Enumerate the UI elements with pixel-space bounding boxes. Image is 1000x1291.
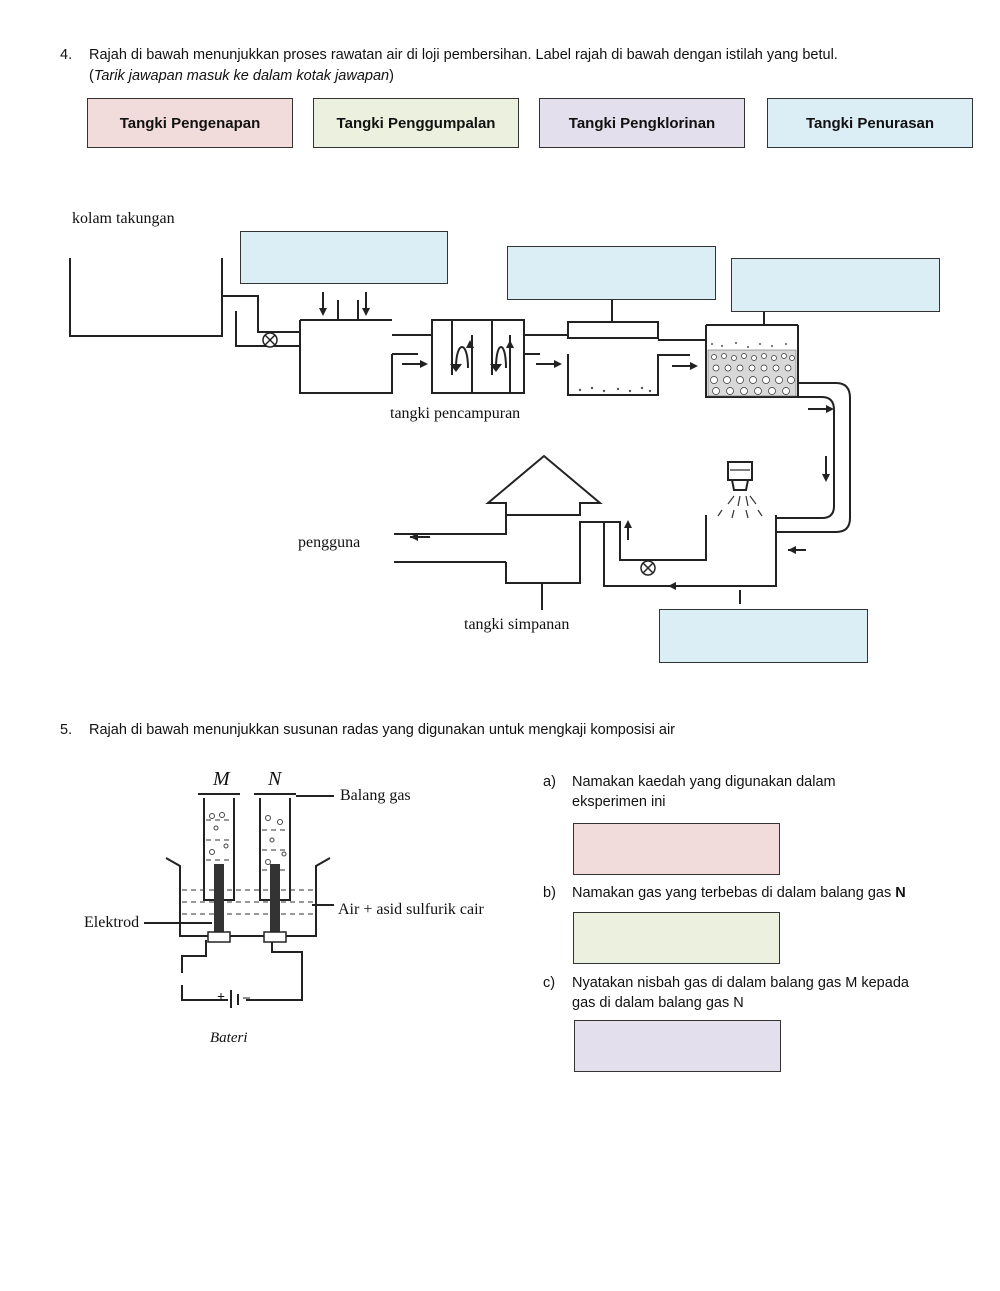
label-battery-minus: –: [243, 990, 250, 1005]
hint-paren-open: (: [89, 68, 94, 84]
drop-box-3[interactable]: [731, 258, 940, 312]
drag-choice-penggumpalan[interactable]: Tangki Penggumpalan: [313, 98, 519, 148]
drag-choice-penurasan[interactable]: Tangki Penurasan: [767, 98, 973, 148]
question-number: 4.: [60, 47, 73, 63]
drag-choice-pengenapan[interactable]: Tangki Pengenapan: [87, 98, 293, 148]
instruction: (Tarik jawapan masuk ke dalam kotak jawa…: [89, 66, 969, 87]
label-jar-n: N: [268, 768, 282, 790]
part-c-line2: gas di dalam balang gas N: [572, 995, 744, 1011]
part-c-text: Nyatakan nisbah gas di dalam balang gas …: [572, 973, 972, 1013]
question-number: 5.: [60, 722, 73, 738]
instruction-hint: Tarik jawapan masuk ke dalam kotak jawap…: [93, 68, 390, 84]
label-tangki-simpanan: tangki simpanan: [464, 616, 570, 633]
part-a-line1: Namakan kaedah yang digunakan dalam: [572, 774, 836, 790]
answer-b-input[interactable]: [574, 913, 779, 963]
answer-a-input[interactable]: [574, 824, 779, 874]
part-a-text: Namakan kaedah yang digunakan dalam eksp…: [572, 772, 962, 812]
part-a-letter: a): [543, 774, 556, 790]
label-air-asid: Air + asid sulfurik cair: [338, 901, 484, 918]
question-text: Rajah di bawah menunjukkan susunan radas…: [89, 722, 675, 738]
part-b-text: Namakan gas yang terbebas di dalam balan…: [572, 883, 972, 903]
drop-box-4[interactable]: [659, 609, 868, 663]
answer-c-input[interactable]: [575, 1021, 780, 1071]
label-battery-plus: +: [217, 990, 225, 1005]
part-c-line1: Nyatakan nisbah gas di dalam balang gas …: [572, 975, 909, 991]
label-balang-gas: Balang gas: [340, 787, 411, 804]
part-a-line2: eksperimen ini: [572, 794, 666, 810]
label-jar-m: M: [213, 768, 230, 790]
part-b-line1: Namakan gas yang terbebas di dalam balan…: [572, 885, 896, 901]
drop-box-1[interactable]: [240, 231, 448, 284]
drop-box-2[interactable]: [507, 246, 716, 300]
label-pengguna: pengguna: [298, 534, 361, 551]
answer-c-box: [574, 1020, 781, 1072]
label-kolam-takungan: kolam takungan: [72, 210, 175, 227]
part-b-bold: N: [895, 885, 906, 901]
label-bateri: Bateri: [210, 1030, 248, 1046]
answer-a-box: [573, 823, 780, 875]
label-tangki-pencampuran: tangki pencampuran: [390, 405, 521, 422]
drag-choice-pengklorinan[interactable]: Tangki Pengklorinan: [539, 98, 745, 148]
label-elektrod: Elektrod: [84, 914, 140, 931]
question-text: Rajah di bawah menunjukkan proses rawata…: [89, 47, 838, 63]
part-b-letter: b): [543, 885, 556, 901]
hint-paren-close: ): [389, 68, 394, 84]
answer-b-box: [573, 912, 780, 964]
part-c-letter: c): [543, 975, 556, 991]
